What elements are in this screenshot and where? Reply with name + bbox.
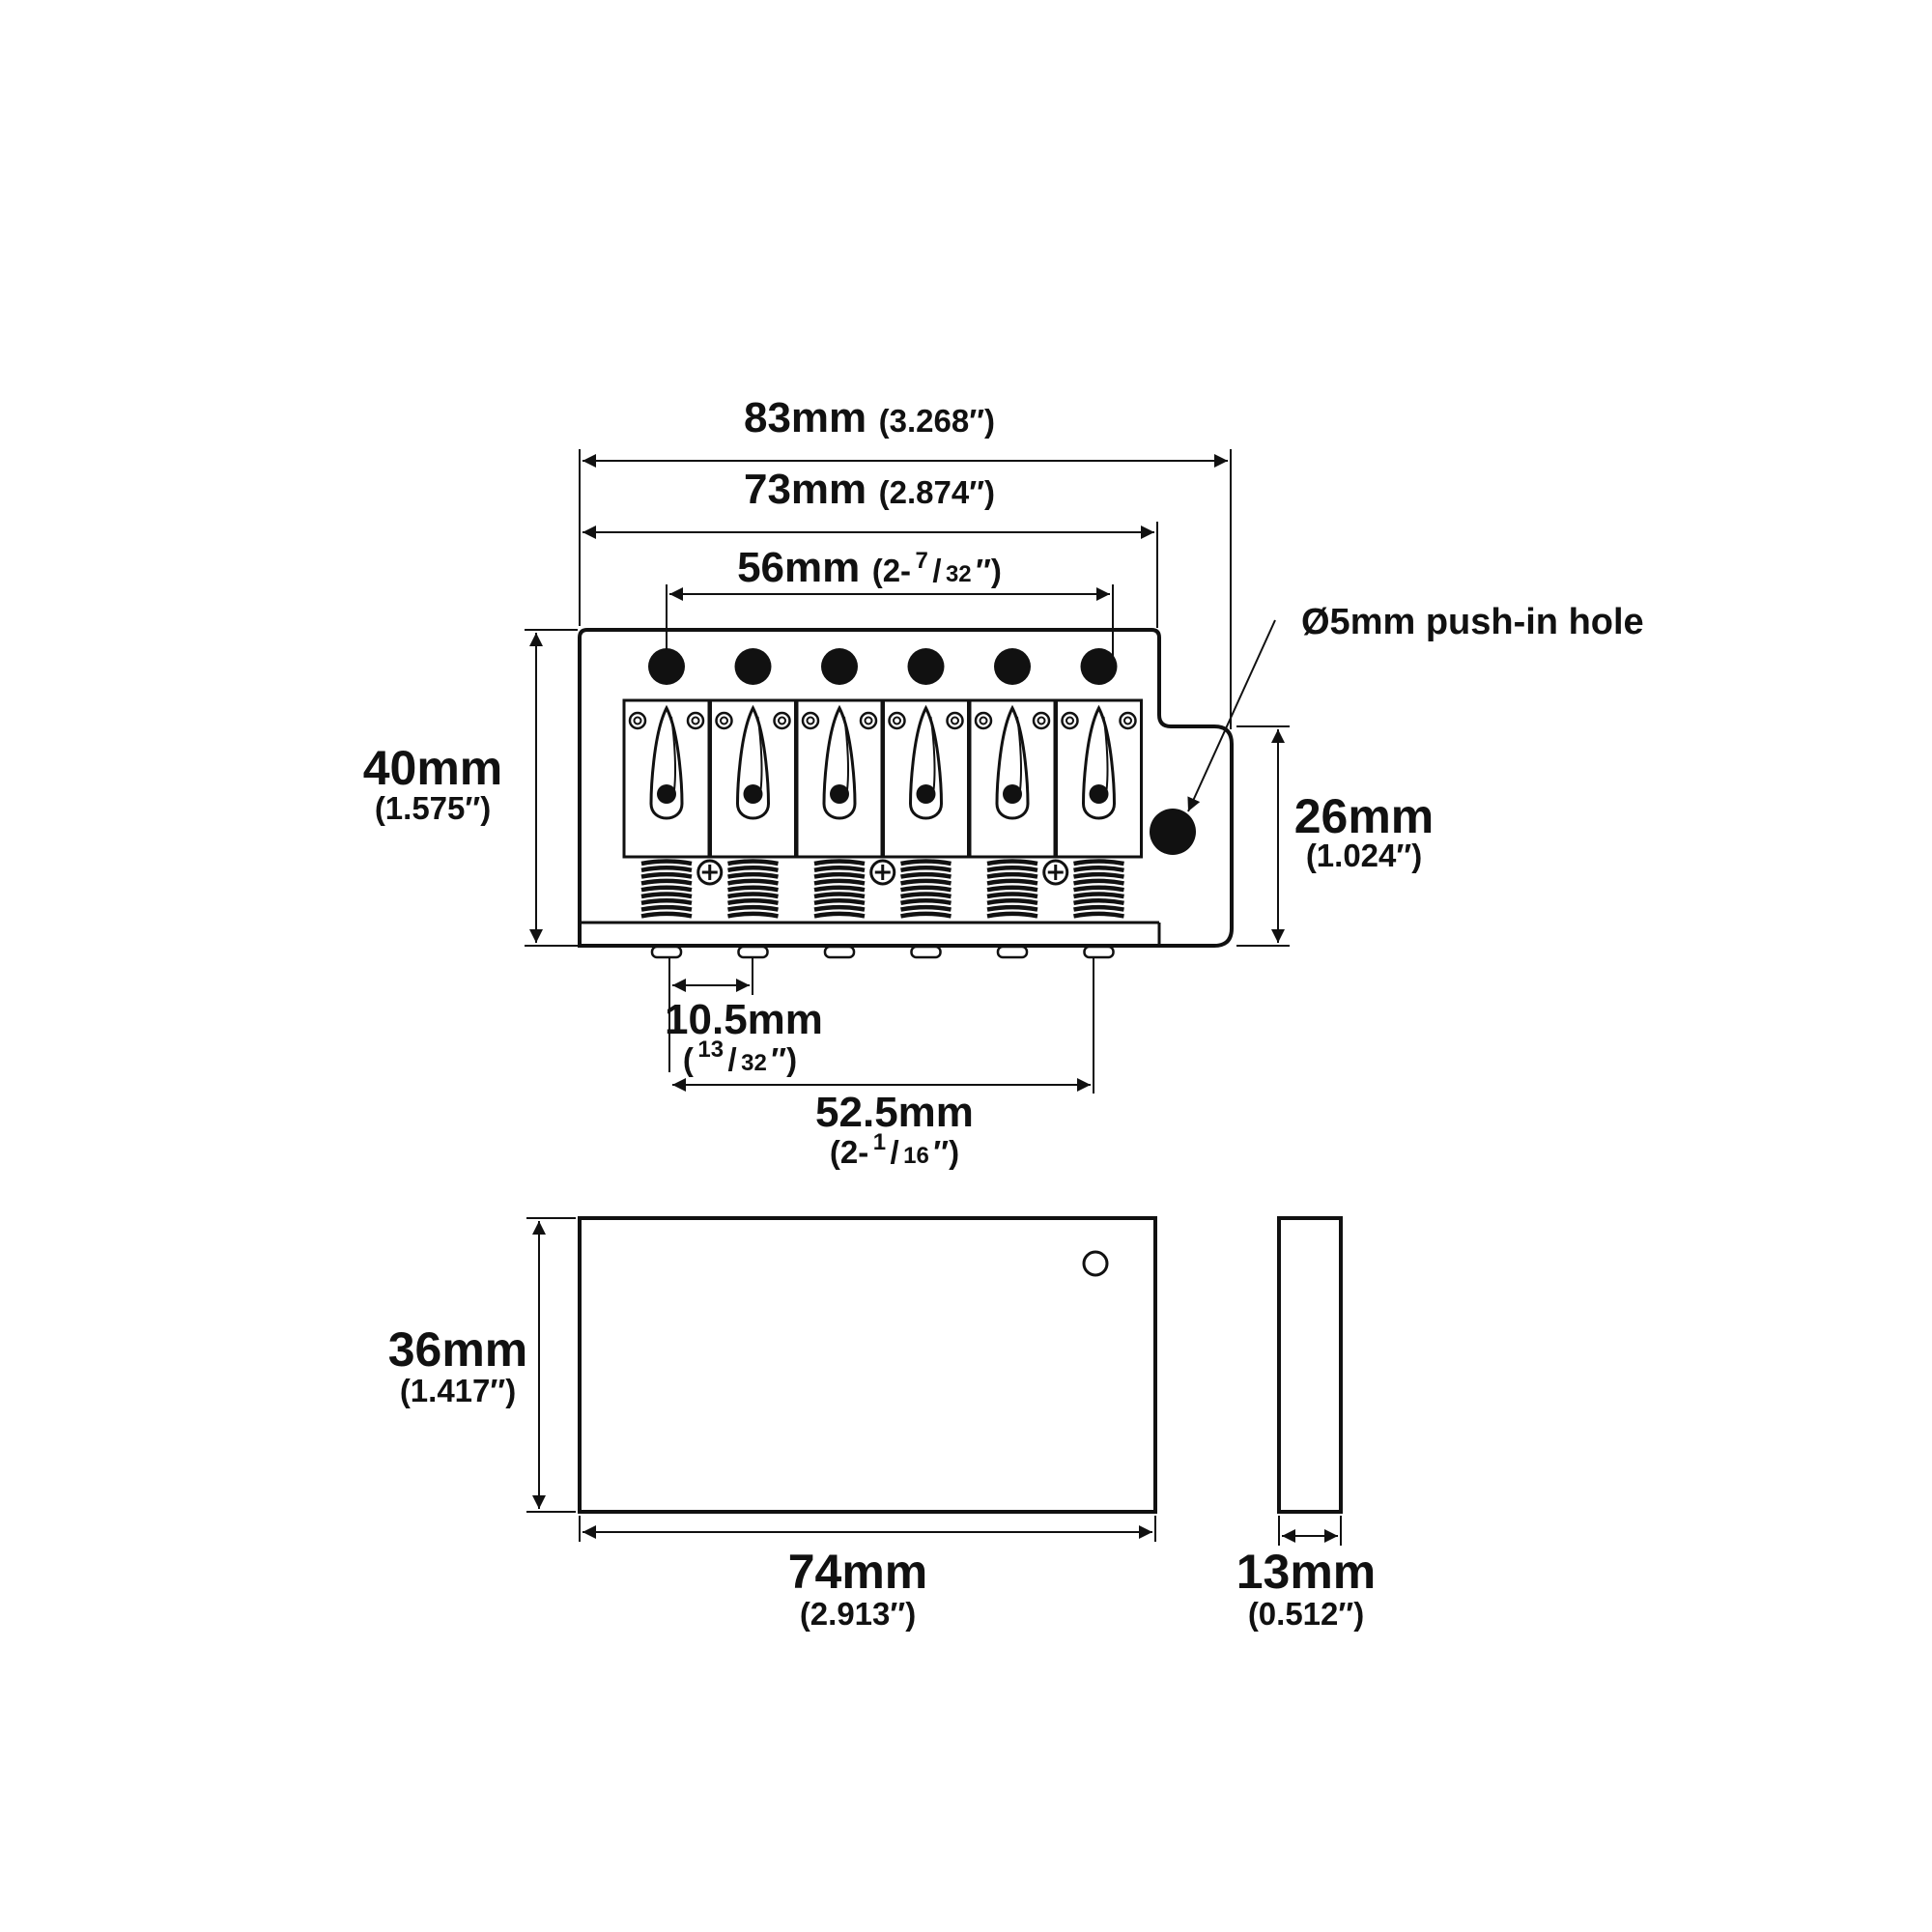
saddles bbox=[622, 698, 1143, 859]
mount-stud bbox=[1083, 945, 1115, 959]
overall-height-mm: 40mm bbox=[363, 741, 503, 795]
saddle bbox=[1055, 698, 1143, 859]
saddle-springs bbox=[640, 859, 1124, 919]
dim-base-width: 73mm (2.874″) bbox=[582, 466, 1158, 628]
base-width-mm: 73mm bbox=[744, 466, 867, 513]
svg-text:73mm (2.874″): 73mm (2.874″) bbox=[744, 466, 995, 513]
block-width-mm: 74mm bbox=[788, 1545, 928, 1599]
string-hole bbox=[907, 648, 945, 685]
block-hole bbox=[1082, 1250, 1109, 1277]
saddle-spacing-inch-close: ″) bbox=[771, 1041, 797, 1077]
overall-height-inch: (1.575″) bbox=[375, 790, 491, 826]
string-hole bbox=[994, 648, 1031, 685]
saddle bbox=[968, 698, 1057, 859]
base-width-inch: (2.874″) bbox=[879, 474, 995, 510]
string-holes bbox=[648, 648, 1118, 685]
mounting-studs bbox=[650, 945, 1115, 959]
string-hole bbox=[734, 648, 772, 685]
dim-mount-spacing: 52.5mm (2- 1 / 16 ″) bbox=[672, 956, 1094, 1170]
block-width-inch: (2.913″) bbox=[800, 1596, 916, 1632]
side-height-inch: (1.024″) bbox=[1306, 838, 1422, 873]
mount-spacing-slash: / bbox=[891, 1134, 899, 1170]
spring bbox=[986, 859, 1038, 919]
mount-spacing-inch-whole: (2- bbox=[830, 1134, 868, 1170]
string-spread-numerator: 7 bbox=[916, 548, 928, 574]
saddle-spacing-numerator: 13 bbox=[697, 1037, 724, 1063]
bridge-plate bbox=[578, 628, 1234, 959]
dim-block-depth: 13mm (0.512″) bbox=[1236, 1516, 1377, 1632]
svg-text:(2- 1 / 16: (2- 1 / 16 ″) bbox=[830, 1129, 959, 1170]
tremolo-block-side bbox=[1277, 1216, 1343, 1514]
push-in-hole-callout: Ø5mm push-in hole bbox=[1187, 602, 1644, 812]
saddle-spacing-mm: 10.5mm bbox=[665, 996, 823, 1043]
saddle-spacing-slash: / bbox=[728, 1041, 737, 1077]
mount-spacing-denominator: 16 bbox=[903, 1143, 929, 1169]
mount-spacing-mm: 52.5mm bbox=[815, 1089, 974, 1136]
block-height-inch: (1.417″) bbox=[400, 1373, 516, 1408]
mount-stud bbox=[650, 945, 683, 959]
string-spread-denominator: 32 bbox=[946, 561, 972, 587]
mount-spacing-inch-close: ″) bbox=[933, 1134, 959, 1170]
overall-width-inch: (3.268″) bbox=[879, 403, 995, 439]
mount-stud bbox=[996, 945, 1029, 959]
string-spread-inch-close: ″) bbox=[976, 553, 1002, 588]
saddle-spacing-inch-open: ( bbox=[683, 1041, 694, 1077]
block-height-mm: 36mm bbox=[388, 1322, 528, 1377]
dim-block-width: 74mm (2.913″) bbox=[579, 1516, 1156, 1632]
string-hole bbox=[821, 648, 858, 685]
block-depth-inch: (0.512″) bbox=[1248, 1596, 1364, 1632]
intonation-screw bbox=[696, 859, 724, 886]
spring bbox=[727, 859, 779, 919]
tremolo-block-front bbox=[578, 1216, 1157, 1514]
push-in-hole-label: Ø5mm push-in hole bbox=[1301, 602, 1644, 642]
svg-text:56mm (2- 7 /: 56mm (2- 7 / 32 ″) bbox=[737, 544, 1002, 591]
mount-stud bbox=[823, 945, 856, 959]
dim-overall-width: 83mm (3.268″) bbox=[579, 394, 1232, 729]
dim-block-height: 36mm (1.417″) bbox=[388, 1217, 576, 1513]
overall-width-mm: 83mm bbox=[744, 394, 867, 441]
spring bbox=[1073, 859, 1124, 919]
mount-stud bbox=[737, 945, 769, 959]
saddle bbox=[882, 698, 970, 859]
block-depth-mm: 13mm bbox=[1236, 1545, 1377, 1599]
svg-text:( 13 / 32: ( 13 / 32 ″) bbox=[683, 1037, 797, 1077]
mount-spacing-numerator: 1 bbox=[873, 1129, 886, 1155]
bridge-outline bbox=[578, 628, 1234, 948]
string-spread-inch-whole: (2- bbox=[872, 553, 911, 588]
spring bbox=[640, 859, 693, 919]
intonation-screw bbox=[1042, 859, 1069, 886]
string-hole bbox=[1080, 648, 1118, 685]
svg-text:83mm (3.268″): 83mm (3.268″) bbox=[744, 394, 995, 441]
string-spread-mm: 56mm bbox=[737, 544, 860, 591]
dim-overall-height: 40mm (1.575″) bbox=[363, 629, 578, 947]
side-height-mm: 26mm bbox=[1294, 789, 1435, 843]
spring bbox=[813, 859, 866, 919]
intonation-screw bbox=[869, 859, 896, 886]
string-spread-slash: / bbox=[932, 553, 941, 588]
spring bbox=[900, 859, 952, 919]
dim-saddle-spacing: 10.5mm ( 13 / 32 ″) bbox=[665, 956, 823, 1077]
saddle bbox=[795, 698, 884, 859]
mount-stud bbox=[910, 945, 942, 959]
saddle bbox=[622, 698, 711, 859]
saddle bbox=[709, 698, 797, 859]
push-in-hole bbox=[1150, 809, 1196, 855]
saddle-spacing-denominator: 32 bbox=[741, 1050, 767, 1076]
dim-side-height: 26mm (1.024″) bbox=[1236, 725, 1435, 947]
dim-string-spread: 56mm (2- 7 / 32 ″) bbox=[666, 544, 1114, 667]
